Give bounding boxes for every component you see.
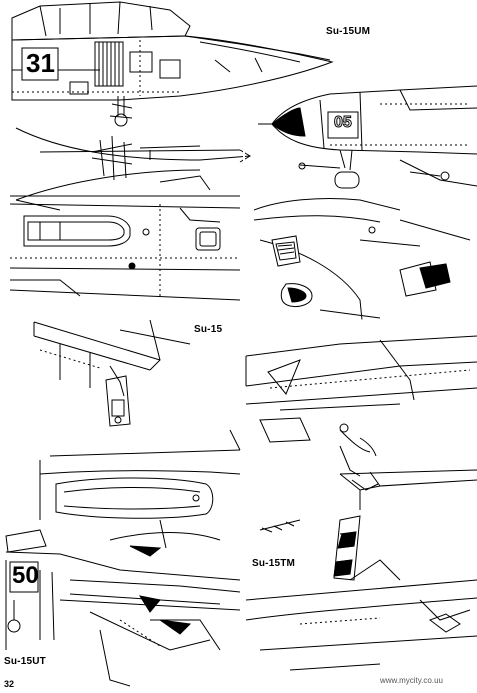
intake-drawing [253, 197, 477, 321]
su15-fuselage-drawing [9, 195, 241, 301]
label-su15: Su-15 [194, 324, 223, 335]
su15um-nose-drawing [11, 1, 334, 127]
missile-drawing [15, 127, 251, 211]
su15ut-drawing [5, 529, 241, 687]
fueltank-drawing [39, 429, 241, 557]
label-su15um: Su-15UM [326, 26, 371, 37]
page-number: 32 [4, 679, 15, 689]
bort-number-31: 31 [26, 48, 55, 78]
su15um-nosegear-drawing [258, 85, 477, 189]
su15-wing-drawing [33, 319, 191, 427]
label-su15ut: Su-15UT [4, 656, 46, 667]
wing-fence-drawing [245, 335, 477, 477]
label-su15tm: Su-15TM [252, 558, 296, 569]
bort-number-50: 50 [12, 562, 39, 589]
bort-number-05: 05 [334, 114, 353, 132]
watermark: www.mycity.co.uu [380, 676, 443, 685]
su15tm-drawing [245, 469, 477, 671]
